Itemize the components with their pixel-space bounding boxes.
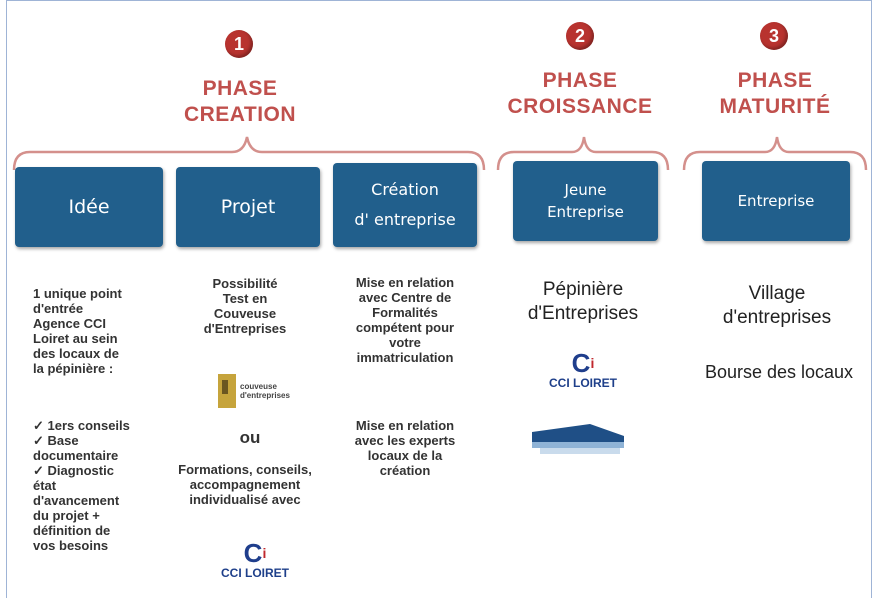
col2-line: Test en <box>222 291 268 306</box>
col4-pepiniere: Pépinière d'Entreprises <box>498 278 668 326</box>
phase-2-number: 2 <box>566 22 594 50</box>
col1-check: ✓ 1ers conseils <box>33 418 130 433</box>
col2-line2: Formations, conseils, <box>178 462 312 477</box>
col2-line2: individualisé avec <box>189 492 301 507</box>
col2-line: Possibilité <box>212 276 278 291</box>
cci-logo-text: CCI LOIRET <box>549 376 617 390</box>
col3-line2: locaux de la <box>367 448 443 463</box>
phase-2-title-line1: PHASE <box>542 69 618 92</box>
couveuse-logo: couveuse d'entreprises <box>216 370 306 410</box>
phase-3-title-line1: PHASE <box>737 69 813 92</box>
phase-3-number: 3 <box>760 22 788 50</box>
bracket-phase-3 <box>682 136 868 171</box>
couveuse-logo-icon <box>218 374 236 408</box>
box-projet: Projet <box>176 167 320 247</box>
phase-1-title-line2: CREATION <box>183 103 297 126</box>
cci-loiret-logo-2: Ci CCI LOIRET <box>538 350 628 390</box>
phase-2-title-line2: CROISSANCE <box>507 95 653 118</box>
phase-2-title: PHASE CROISSANCE <box>495 68 665 120</box>
couveuse-logo-text: couveuse d'entreprises <box>240 382 290 400</box>
bracket-phase-1 <box>12 136 486 171</box>
col2-intro: Possibilité Test en Couveuse d'Entrepris… <box>180 276 310 336</box>
col2-formations: Formations, conseils, accompagnement ind… <box>160 462 330 507</box>
col1-line: des locaux de <box>33 346 119 361</box>
col1-check: vos besoins <box>33 538 109 553</box>
box-idee-label: Idée <box>68 196 110 218</box>
cci-logo-text: CCI LOIRET <box>221 566 289 580</box>
col3-relation-cfe: Mise en relation avec Centre de Formalit… <box>335 275 475 365</box>
col4-line1: Pépinière <box>542 279 624 300</box>
diagram-frame <box>6 0 872 598</box>
col3-line: Formalités <box>372 305 438 320</box>
col2-line2: accompagnement <box>189 477 301 492</box>
phase-1-title: PHASE CREATION <box>170 76 310 128</box>
col3-line2: Mise en relation <box>355 418 455 433</box>
col3-line: compétent pour <box>355 320 455 335</box>
col3-line2: avec les experts <box>354 433 456 448</box>
box-projet-label: Projet <box>220 196 276 218</box>
box-jeune-line2: Entreprise <box>547 203 624 221</box>
col1-line: Agence CCI <box>33 316 106 331</box>
col5-village: Village d'entreprises <box>692 282 862 330</box>
phase-1-number: 1 <box>225 30 253 58</box>
cci-loiret-logo-1: Ci CCI LOIRET <box>220 540 290 580</box>
box-entreprise-label: Entreprise <box>737 192 815 210</box>
phase-3-title: PHASE MATURITÉ <box>700 68 850 120</box>
box-creation-line2: d' entreprise <box>354 210 456 229</box>
box-entreprise: Entreprise <box>702 161 850 241</box>
col5-line1: Village <box>748 283 806 304</box>
col2-ou: ou <box>239 428 261 447</box>
col3-line2: création <box>379 463 431 478</box>
phase-1-title-line1: PHASE <box>202 77 278 100</box>
col1-line: la pépinière : <box>33 361 114 376</box>
pepiniere-building-image <box>532 424 624 454</box>
bracket-phase-2 <box>496 136 670 171</box>
col3-line: immatriculation <box>356 350 454 365</box>
cci-logo-icon: Ci <box>571 348 595 378</box>
box-idee: Idée <box>15 167 163 247</box>
col4-line2: d'Entreprises <box>527 303 639 324</box>
phase-3-title-line2: MATURITÉ <box>719 95 831 118</box>
col1-check: du projet + <box>33 508 100 523</box>
col1-line: 1 unique point <box>33 286 122 301</box>
col1-line: Loiret au sein <box>33 331 118 346</box>
col1-check: définition de <box>33 523 111 538</box>
col2-line: d'Entreprises <box>203 321 287 336</box>
col3-line: avec Centre de <box>358 290 452 305</box>
col1-line: d'entrée <box>33 301 84 316</box>
col1-check: ✓ Base <box>33 433 79 448</box>
col1-check: d'avancement <box>33 493 120 508</box>
col5-bourse: Bourse des locaux <box>704 362 854 382</box>
col1-checklist: ✓ 1ers conseils ✓ Base documentaire ✓ Di… <box>33 418 163 553</box>
cci-logo-icon: Ci <box>243 538 267 568</box>
col1-check: état <box>33 478 57 493</box>
col1-check: documentaire <box>33 448 119 463</box>
col2-line: Couveuse <box>213 306 277 321</box>
col3-relation-experts: Mise en relation avec les experts locaux… <box>335 418 475 478</box>
box-jeune-line1: Jeune <box>564 181 607 199</box>
col3-line: votre <box>389 335 421 350</box>
col1-intro: 1 unique point d'entrée Agence CCI Loire… <box>33 286 163 376</box>
box-creation-line1: Création <box>371 180 439 199</box>
box-creation: Création d' entreprise <box>333 163 477 247</box>
col5-line2: d'entreprises <box>722 307 832 328</box>
box-jeune-entreprise: Jeune Entreprise <box>513 161 658 241</box>
col1-check: ✓ Diagnostic <box>33 463 114 478</box>
phase-brackets <box>12 136 868 171</box>
col3-line: Mise en relation <box>355 275 455 290</box>
